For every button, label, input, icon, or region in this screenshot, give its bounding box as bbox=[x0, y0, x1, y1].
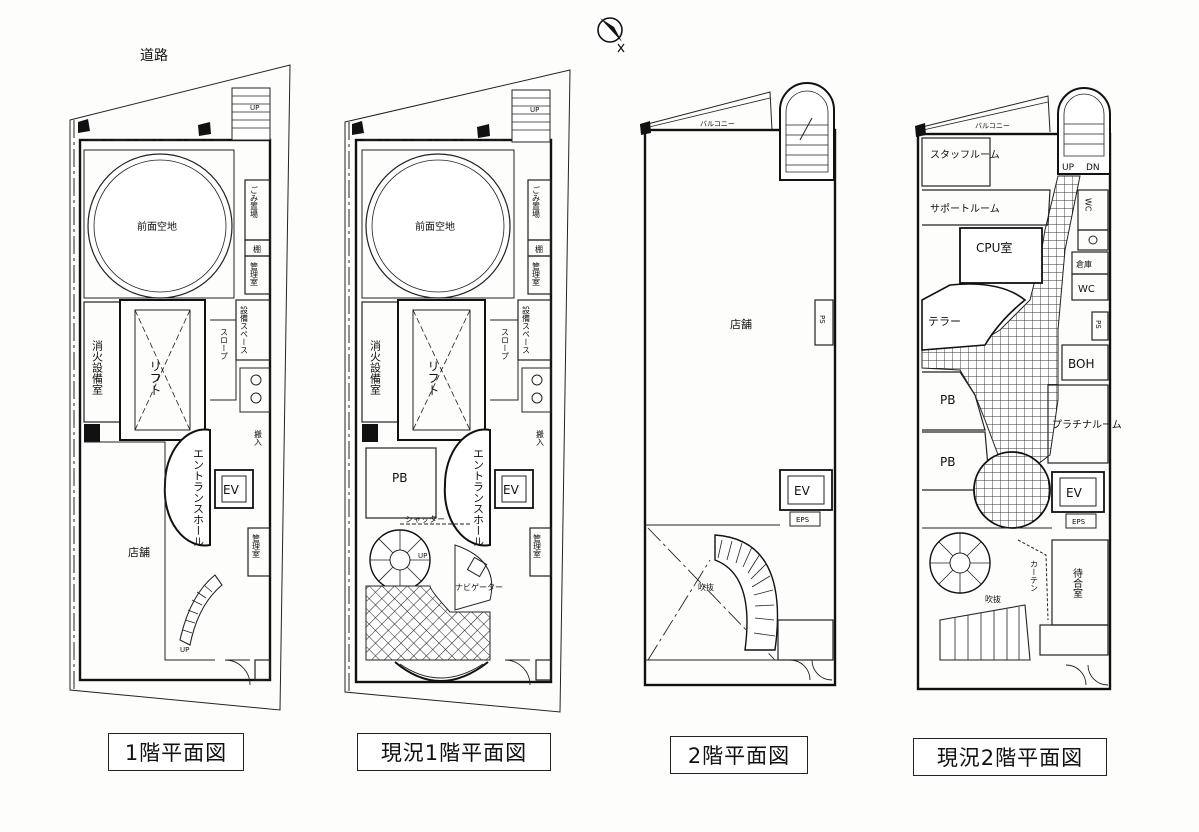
support-room-label: サポートルーム bbox=[930, 203, 1000, 215]
front-space-label: 前面空地 bbox=[137, 220, 177, 233]
entrance-hall-label: エントランスホール bbox=[472, 448, 485, 547]
ev-label: EV bbox=[223, 483, 240, 497]
trash-room-label: ごみ置場 bbox=[250, 185, 259, 219]
storage-label: 棚 bbox=[253, 244, 261, 254]
up-label: UP bbox=[1062, 163, 1075, 173]
caption-1f: 1階平面図 bbox=[108, 733, 244, 771]
loading-label: 搬入 bbox=[254, 429, 263, 446]
loading-label: 搬入 bbox=[536, 429, 545, 446]
front-space-label: 前面空地 bbox=[415, 220, 455, 233]
shop-label: 店舗 bbox=[730, 317, 752, 331]
up-stair-label: UP bbox=[180, 646, 189, 654]
void-label: 吹抜 bbox=[985, 594, 1001, 604]
pb-label-1: PB bbox=[940, 393, 955, 407]
pb-label: PB bbox=[392, 471, 407, 485]
lift-label: リフト bbox=[148, 360, 162, 396]
void-label: 吹抜 bbox=[698, 582, 714, 592]
eps-label: EPS bbox=[796, 516, 810, 524]
storage-label: 倉庫 bbox=[1076, 259, 1092, 269]
storage-label: 棚 bbox=[535, 244, 543, 254]
cpu-room-label: CPU室 bbox=[976, 240, 1012, 255]
ps-label: PS bbox=[818, 315, 826, 324]
navigator-label: ナビゲーター bbox=[455, 582, 503, 592]
eps-label: EPS bbox=[1072, 518, 1086, 526]
equipment-space-label: 設備スペース bbox=[522, 305, 531, 354]
ev-label: EV bbox=[1066, 486, 1083, 500]
plan-2f-current: バルコニー UP DN スタッフルーム サポートルーム CPU室 WC 倉庫 W… bbox=[915, 87, 1122, 691]
platinum-room-label: プラチナルーム bbox=[1052, 419, 1122, 431]
trash-room-label: ごみ置場 bbox=[532, 185, 541, 219]
entrance-hall-label: エントランスホール bbox=[192, 448, 205, 547]
curtain-label: カーテン bbox=[1030, 560, 1039, 592]
boh-label: BOH bbox=[1068, 357, 1095, 371]
ev-label: EV bbox=[794, 484, 811, 498]
shutter-label: シャッター bbox=[405, 515, 445, 524]
wc-label-2: WC bbox=[1078, 284, 1095, 295]
up-stair-label: UP bbox=[418, 552, 427, 560]
waiting-room-label: 待合室 bbox=[1071, 567, 1083, 598]
pb-label-2: PB bbox=[940, 455, 955, 469]
equipment-space-label: 設備スペース bbox=[240, 305, 249, 354]
management-room-label: 管理室 bbox=[532, 261, 541, 286]
ps-label: PS bbox=[1094, 320, 1102, 329]
caption-1f-current: 現況1階平面図 bbox=[357, 733, 551, 771]
fire-equipment-room-label: 消火設備室 bbox=[369, 339, 382, 395]
teller-label: テラー bbox=[928, 315, 961, 328]
management-room-label: 管理室 bbox=[250, 261, 259, 286]
management-room-2-label: 管理室 bbox=[252, 533, 261, 558]
slope-label: スロープ bbox=[501, 328, 510, 360]
plan-1f: UP 前面空地 ごみ置場 棚 管理室 消火設備室 リフト 設備スペース スロープ… bbox=[69, 64, 291, 711]
wc-label-1: WC bbox=[1084, 198, 1093, 212]
slope-label: スロープ bbox=[220, 328, 229, 360]
balcony-label: バルコニー bbox=[975, 122, 1010, 130]
plan-2f: バルコニー 店舗 PS EV EPS 吹抜 bbox=[639, 82, 837, 687]
road-label: 道路 bbox=[140, 48, 168, 64]
north-compass-icon bbox=[597, 17, 625, 53]
up-label: UP bbox=[530, 106, 539, 114]
shop-label: 店舗 bbox=[128, 545, 150, 559]
caption-2f-current: 現況2階平面図 bbox=[913, 738, 1107, 776]
staff-room-label: スタッフルーム bbox=[930, 149, 1000, 161]
fire-equipment-room-label: 消火設備室 bbox=[91, 339, 104, 395]
up-label: UP bbox=[250, 104, 259, 112]
dn-label: DN bbox=[1086, 163, 1100, 173]
lift-label: リフト bbox=[426, 360, 440, 396]
balcony-label: バルコニー bbox=[700, 120, 735, 128]
plan-1f-current: UP 前面空地 ごみ置場 棚 管理室 消火設備室 リフト 設備スペース スロープ… bbox=[344, 69, 571, 713]
caption-2f: 2階平面図 bbox=[670, 736, 808, 774]
management-room-2-label: 管理室 bbox=[533, 533, 542, 558]
ev-label: EV bbox=[503, 483, 520, 497]
